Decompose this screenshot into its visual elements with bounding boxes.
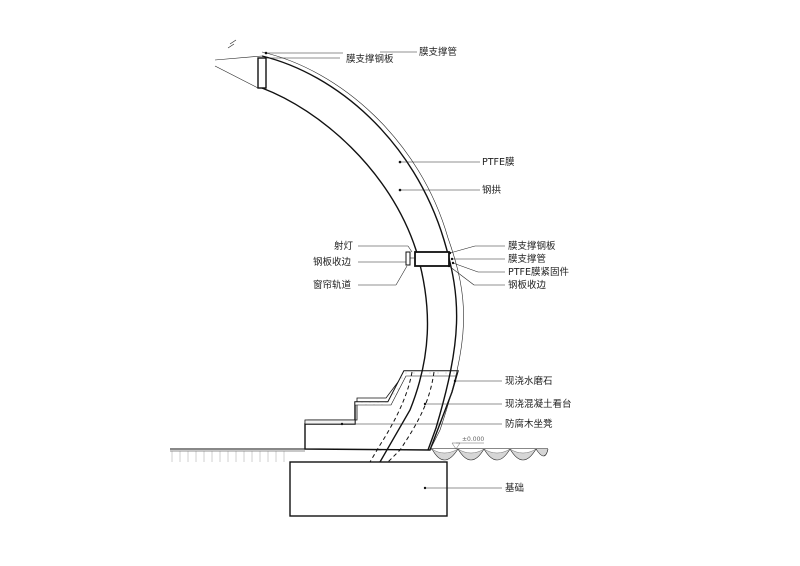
label-terrazzo: 现浇水磨石: [505, 375, 553, 387]
foundation-block: [289, 461, 448, 517]
leader-lines: [264, 51, 505, 490]
label-membrane-support-tube-top: 膜支撑管: [419, 46, 457, 58]
concrete-stand: [304, 370, 459, 451]
label-foundation: 基础: [505, 482, 524, 494]
label-spotlight: 射灯: [334, 240, 354, 252]
label-curtain-track: 窗帘轨道: [313, 279, 352, 291]
label-ptfe-fastener: PTFE膜紧固件: [508, 266, 569, 278]
label-steel-plate-edge-left: 钢板收边: [313, 256, 352, 268]
pebble-bed: [431, 448, 549, 461]
label-steel-plate-edge-right: 钢板收边: [508, 279, 547, 291]
mid-support-box: [405, 251, 450, 267]
label-elevation: ±0.000: [462, 436, 484, 443]
label-wood-bench: 防腐木坐凳: [505, 418, 553, 430]
label-steel-arch: 钢拱: [482, 184, 502, 196]
label-concrete-stand: 现浇混凝土看台: [505, 398, 572, 410]
label-membrane-support-plate-top: 膜支撑钢板: [346, 53, 394, 65]
label-ptfe-membrane: PTFE膜: [482, 157, 515, 168]
label-membrane-support-plate-mid: 膜支撑钢板: [508, 240, 556, 252]
labels: 膜支撑钢板 膜支撑管 PTFE膜 钢拱 射灯 钢板收边 窗帘轨道 膜支撑钢板 膜…: [313, 46, 572, 494]
label-membrane-support-tube-mid: 膜支撑管: [508, 253, 546, 265]
steel-arch: [214, 39, 464, 463]
